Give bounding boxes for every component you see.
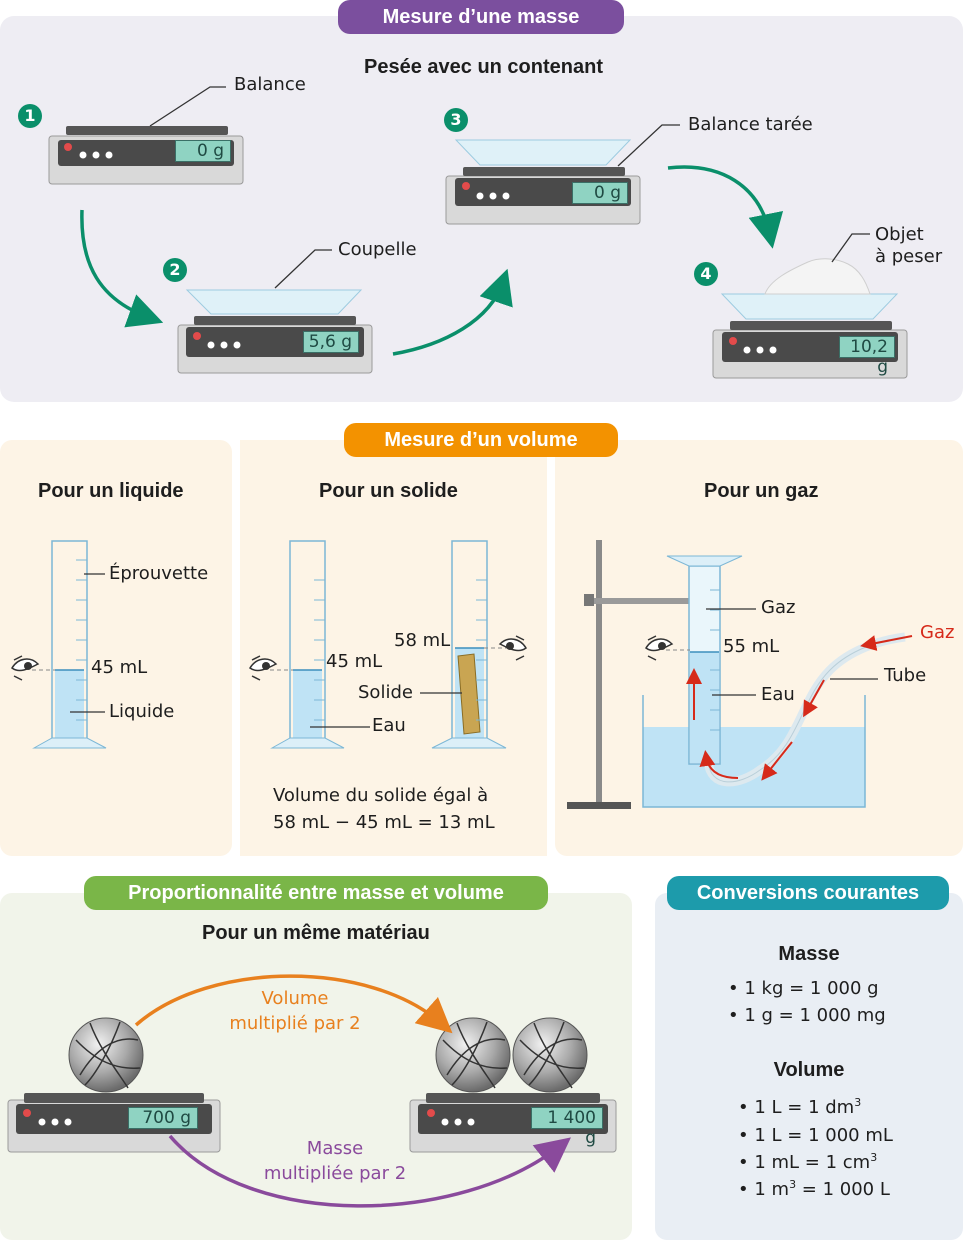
arrow-step2-3 xyxy=(392,268,513,356)
step-3-badge xyxy=(444,108,468,132)
step-2-badge xyxy=(163,258,187,282)
mass-label-line1: Masse xyxy=(306,1138,364,1159)
label-tube: Tube xyxy=(884,665,927,686)
scale-4-display: 10,2 g xyxy=(839,336,895,377)
label-gaz-inside: Gaz xyxy=(761,597,796,618)
volume-banner: Mesure d’un volume xyxy=(344,423,618,457)
conv-volume-item: • 1 L = 1 000 mL xyxy=(738,1125,893,1146)
ball-icon xyxy=(68,1017,144,1093)
conv-masse-title: Masse xyxy=(778,943,840,965)
ball-icon xyxy=(512,1017,588,1093)
conv-masse-item: • 1 kg = 1 000 g xyxy=(728,978,879,999)
solid-panel xyxy=(240,440,547,856)
solid-title: Pour un solide xyxy=(319,480,458,502)
mass-label-line2: multipliée par 2 xyxy=(263,1163,407,1184)
eye-icon xyxy=(11,655,40,681)
proportion-subtitle: Pour un même matériau xyxy=(202,922,430,944)
label-coupelle: Coupelle xyxy=(338,239,417,260)
gas-reading: 55 mL xyxy=(723,636,780,657)
step-1-number: 1 xyxy=(24,106,36,125)
label-liquide: Liquide xyxy=(109,701,175,722)
arrow-volume xyxy=(134,974,453,1034)
arrow-step1-2 xyxy=(80,209,164,328)
label-balance: Balance xyxy=(234,74,306,95)
arrow-mass xyxy=(168,1134,571,1208)
step-4-number: 4 xyxy=(700,264,712,283)
ball-icon xyxy=(435,1017,511,1093)
label-eau-gas: Eau xyxy=(761,684,795,705)
conv-masse-item: • 1 g = 1 000 mg xyxy=(728,1005,886,1026)
label-balance-taree: Balance tarée xyxy=(688,114,813,135)
gas-apparatus xyxy=(567,540,906,809)
label-gaz-in: Gaz xyxy=(920,622,955,643)
cylinder-liquid xyxy=(32,540,107,749)
scale-700-display: 700 g xyxy=(128,1107,198,1129)
conv-volume-item: • 1 m3 = 1 000 L xyxy=(738,1178,890,1200)
mass-subtitle: Pesée avec un contenant xyxy=(364,56,603,78)
scale-1400-display: 1 400 g xyxy=(531,1107,603,1148)
conv-volume-title: Volume xyxy=(773,1059,845,1081)
label-objet: Objet xyxy=(875,224,924,245)
label-eau-solid: Eau xyxy=(372,715,406,736)
step-1-badge xyxy=(18,104,42,128)
arrow-step3-4 xyxy=(667,165,784,249)
scale-2-display: 5,6 g xyxy=(303,331,359,353)
conversion-banner: Conversions courantes xyxy=(667,876,949,910)
solid-result-line1: Volume du solide égal à xyxy=(273,785,489,806)
solid-reading-before: 45 mL xyxy=(326,651,383,672)
label-solide: Solide xyxy=(358,682,413,703)
volume-label-line2: multiplié par 2 xyxy=(229,1013,361,1034)
volume-label-line1: Volume xyxy=(261,988,329,1009)
conversion-panel xyxy=(655,893,963,1240)
label-eprouvette: Éprouvette xyxy=(109,563,209,584)
proportion-banner: Proportionnalité entre masse et volume xyxy=(84,876,548,910)
conv-volume-item: • 1 L = 1 dm3 xyxy=(738,1096,862,1118)
solid-reading-after: 58 mL xyxy=(394,630,451,651)
eye-icon xyxy=(645,635,674,661)
scale-1-display: 0 g xyxy=(175,140,231,162)
eye-icon xyxy=(498,635,527,661)
mass-banner: Mesure d’une masse xyxy=(338,0,624,34)
step-2-number: 2 xyxy=(169,260,181,279)
gas-title: Pour un gaz xyxy=(704,480,819,502)
cylinder-solid-before xyxy=(270,540,345,749)
step-3-number: 3 xyxy=(450,110,462,129)
liquid-title: Pour un liquide xyxy=(38,480,184,502)
scale-3-display: 0 g xyxy=(572,182,628,204)
step-4-badge xyxy=(694,262,718,286)
liquid-reading: 45 mL xyxy=(91,657,148,678)
liquid-panel xyxy=(0,440,232,856)
eye-icon xyxy=(249,655,278,681)
label-a-peser: à peser xyxy=(875,246,943,267)
conv-volume-item: • 1 mL = 1 cm3 xyxy=(738,1151,878,1173)
solid-result-line2: 58 mL − 45 mL = 13 mL xyxy=(273,812,495,833)
